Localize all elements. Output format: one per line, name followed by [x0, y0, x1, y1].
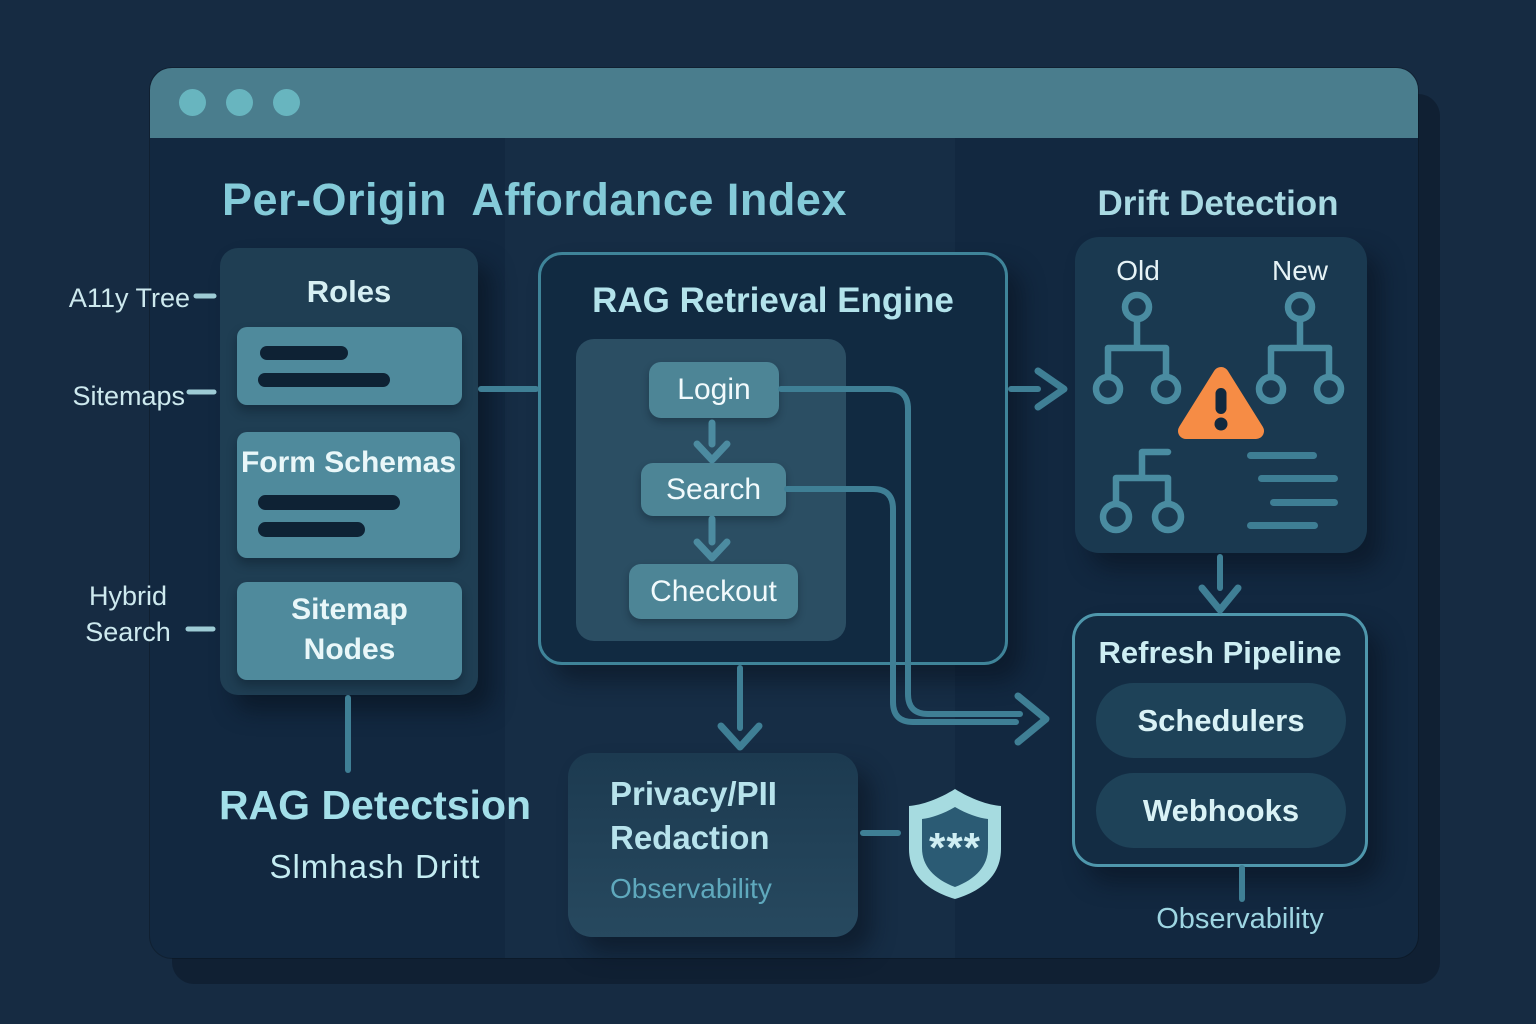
drift-detection-heading: Drift Detection: [1097, 184, 1339, 223]
label-hybrid-line1: Hybrid: [88, 581, 168, 611]
refresh-pipeline-panel: Refresh Pipeline Schedulers Webhooks: [1072, 613, 1368, 867]
label-hybrid-search: Hybrid Search: [46, 578, 210, 650]
refresh-pipeline-title: Refresh Pipeline: [1098, 635, 1342, 670]
placeholder-bar: [260, 346, 348, 360]
login-node: Login: [649, 362, 779, 418]
sitemap-nodes-card: Sitemap Nodes: [237, 582, 462, 680]
privacy-line2: Redaction: [610, 819, 770, 856]
sitemap-nodes-line1: Sitemap: [291, 593, 408, 626]
label-sitemaps: Sitemaps: [72, 381, 185, 411]
webhooks-node: Webhooks: [1096, 773, 1346, 848]
sitemap-nodes-title: Sitemap Nodes: [237, 590, 462, 670]
rag-engine-panel: RAG Retrieval Engine Login Search Checko…: [538, 252, 1008, 665]
rag-inner-panel: Login Search Checkout: [576, 339, 846, 641]
privacy-pii-panel: Privacy/PII Redaction Observability: [568, 753, 858, 937]
window-dot-icon: [273, 89, 300, 116]
schedulers-node: Schedulers: [1096, 683, 1346, 758]
checkout-node: Checkout: [629, 564, 798, 619]
placeholder-bar: [258, 522, 365, 537]
new-tree-label: New: [1271, 255, 1328, 286]
window-dot-icon: [179, 89, 206, 116]
roles-panel: Roles Form Schemas Sitemap Nodes: [220, 248, 478, 695]
rag-detection-caption: RAG Detectsion: [218, 782, 532, 828]
privacy-observability: Observability: [610, 873, 772, 904]
drift-detection-panel: Old New: [1075, 237, 1367, 553]
form-schemas-title: Form Schemas: [240, 446, 457, 479]
window-titlebar: [150, 68, 1418, 138]
observability-label: Observability: [1156, 903, 1324, 935]
page-title: Per-Origin Affordance Index: [222, 174, 847, 225]
privacy-line1: Privacy/PII: [610, 775, 777, 812]
simhash-drift-caption: Slmhash Dritt: [269, 848, 481, 885]
search-node: Search: [641, 463, 786, 516]
label-a11y-tree: A11y Tree: [68, 283, 190, 313]
roles-panel-title: Roles: [306, 274, 392, 309]
label-hybrid-line2: Search: [85, 617, 171, 647]
sitemap-nodes-line2: Nodes: [303, 633, 396, 666]
placeholder-bar: [258, 373, 390, 387]
window-dot-icon: [226, 89, 253, 116]
roles-card: [237, 327, 462, 405]
form-schemas-card: Form Schemas: [237, 432, 460, 558]
placeholder-bar: [258, 495, 400, 510]
rag-engine-title: RAG Retrieval Engine: [592, 281, 954, 320]
old-tree-label: Old: [1116, 255, 1160, 286]
